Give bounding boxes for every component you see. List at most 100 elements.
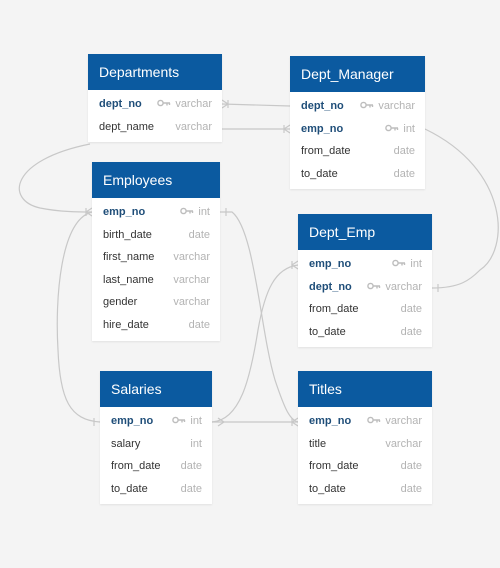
key-icon [157, 98, 175, 110]
field-type-label: int [403, 122, 415, 135]
link-employees-titles [220, 211, 299, 423]
crow-foot-salaries-right [217, 417, 226, 427]
field-type: date [401, 321, 422, 344]
key-icon [172, 415, 190, 427]
field-row[interactable]: emp_no int [100, 410, 212, 433]
field-type-label: varchar [175, 120, 212, 133]
field-row[interactable]: to_date date [298, 478, 432, 501]
field-type-label: varchar [175, 98, 212, 110]
field-name: to_date [309, 325, 346, 338]
field-type-label: date [393, 145, 415, 158]
field-row[interactable]: emp_no int [290, 118, 425, 141]
table-title[interactable]: Dept_Manager [290, 56, 425, 92]
field-name: from_date [309, 303, 359, 316]
field-type: varchar [175, 116, 212, 139]
key-icon [385, 123, 403, 135]
field-row[interactable]: to_date date [298, 321, 432, 344]
field-name: emp_no [301, 122, 344, 135]
field-name: to_date [309, 482, 346, 495]
field-type: date [401, 478, 422, 501]
field-type: varchar [173, 269, 210, 292]
field-type: varchar [367, 410, 422, 433]
field-type-label: int [410, 258, 422, 270]
table-title[interactable]: Dept_Emp [298, 214, 432, 250]
field-name: gender [103, 296, 138, 309]
field-row[interactable]: from_date date [298, 298, 432, 321]
field-type-label: date [188, 318, 210, 331]
field-name: emp_no [111, 415, 154, 427]
field-row[interactable]: hire_date date [92, 314, 220, 337]
field-name: dept_name [99, 120, 155, 133]
field-type: int [180, 201, 210, 224]
crow-foot-departments [221, 99, 230, 109]
field-type-label: date [400, 482, 422, 495]
field-type-label: date [180, 460, 202, 473]
field-type-label: int [190, 415, 202, 427]
link-departments-employees [18, 143, 93, 213]
field-type-label: varchar [385, 280, 422, 293]
field-row[interactable]: dept_name varchar [88, 116, 222, 139]
field-name: to_date [111, 482, 148, 495]
field-row[interactable]: to_date date [290, 163, 425, 186]
field-row[interactable]: emp_no int [298, 253, 432, 276]
field-type: int [392, 253, 422, 276]
field-name: dept_no [99, 98, 142, 110]
table-dept-manager[interactable]: Dept_Manager dept_no varchar emp_no int from… [290, 56, 425, 190]
field-type-label: varchar [378, 100, 415, 112]
link-salaries-deptemp [211, 264, 299, 423]
field-type: int [385, 118, 415, 141]
key-icon [392, 258, 410, 270]
field-type-label: varchar [173, 251, 210, 264]
table-title[interactable]: Departments [88, 54, 222, 90]
table-title[interactable]: Titles [298, 371, 432, 407]
field-type: varchar [173, 246, 210, 269]
field-row[interactable]: to_date date [100, 478, 212, 501]
field-row[interactable]: dept_no varchar [290, 95, 425, 118]
field-type-label: varchar [173, 296, 210, 309]
field-type: int [172, 410, 202, 433]
field-type-label: date [188, 228, 210, 241]
field-type: date [189, 314, 210, 337]
table-title[interactable]: Employees [92, 162, 220, 198]
field-type: int [190, 433, 202, 456]
field-type: varchar [157, 93, 212, 116]
field-type-label: date [180, 482, 202, 495]
link-dm-deptemp [424, 128, 499, 289]
field-type-label: date [400, 303, 422, 316]
field-type: date [189, 224, 210, 247]
field-name: to_date [301, 167, 338, 180]
field-name: emp_no [309, 258, 352, 270]
key-icon [180, 206, 198, 218]
key-icon [360, 100, 378, 112]
field-type: varchar [385, 433, 422, 456]
table-title[interactable]: Salaries [100, 371, 212, 407]
field-name: emp_no [309, 415, 352, 427]
field-type-label: date [400, 325, 422, 338]
field-row[interactable]: gender varchar [92, 291, 220, 314]
field-row[interactable]: emp_no varchar [298, 410, 432, 433]
field-type-label: date [393, 167, 415, 180]
field-name: dept_no [301, 100, 344, 112]
field-type: date [181, 455, 202, 478]
field-name: hire_date [103, 318, 149, 331]
field-row[interactable]: dept_no varchar [88, 93, 222, 116]
